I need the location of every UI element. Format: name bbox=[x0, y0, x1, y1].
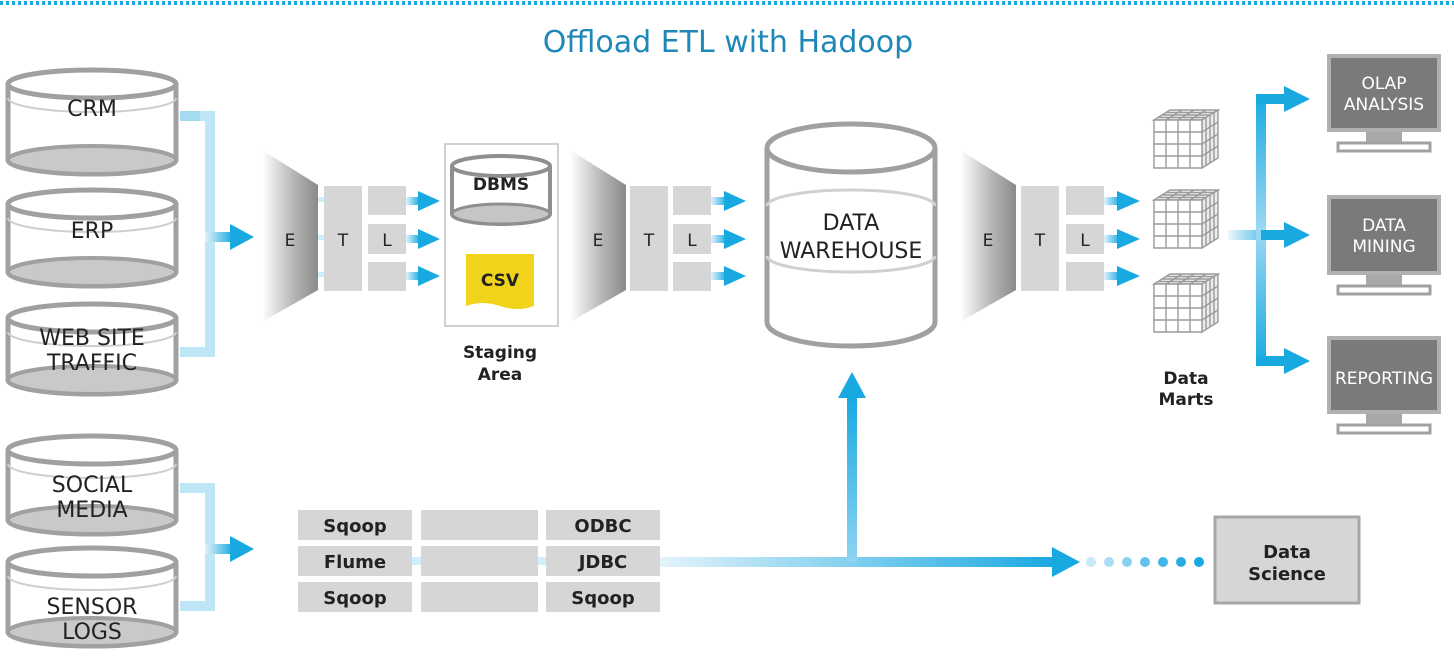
sensor-label: SENSOR bbox=[47, 595, 138, 620]
etl-stage-2: E T L bbox=[570, 150, 746, 322]
source-crm: CRM bbox=[5, 67, 179, 177]
csv-document: CSV bbox=[466, 254, 534, 309]
data-warehouse: DATA WAREHOUSE bbox=[764, 121, 938, 349]
hadoop-flow-arrows bbox=[660, 372, 1204, 577]
diagram-title: Offload ETL with Hadoop bbox=[543, 25, 913, 60]
table-row-2-right: JDBC bbox=[577, 552, 628, 573]
mining-label-1: DATA bbox=[1362, 216, 1406, 236]
etl1-l: L bbox=[382, 231, 392, 251]
media-label: MEDIA bbox=[56, 498, 127, 523]
csv-label: CSV bbox=[481, 271, 520, 291]
data-science-label-2: Science bbox=[1248, 564, 1326, 585]
erp-label: ERP bbox=[71, 219, 113, 244]
source-social-media: SOCIAL MEDIA bbox=[5, 433, 179, 537]
data-marts-label-1: Data bbox=[1163, 369, 1208, 389]
logs-label: LOGS bbox=[62, 620, 122, 645]
staging-area: DBMS CSV Staging Area bbox=[444, 143, 559, 385]
monitor-olap-analysis: OLAP ANALYSIS bbox=[1327, 54, 1441, 153]
table-row-1-right: ODBC bbox=[574, 516, 631, 537]
etl-stage-3: E T L bbox=[960, 150, 1140, 322]
olap-label-1: OLAP bbox=[1361, 74, 1406, 94]
hadoop-table: Sqoop ODBC Flume JDBC Sqoop Sqoop bbox=[298, 510, 660, 612]
dbms-label: DBMS bbox=[473, 175, 529, 195]
data-mart-cube-3 bbox=[1151, 272, 1221, 334]
dbms-cylinder: DBMS bbox=[450, 154, 552, 226]
staging-label-1: Staging bbox=[463, 343, 537, 363]
etl3-l: L bbox=[1080, 231, 1090, 251]
crm-label: CRM bbox=[67, 97, 117, 122]
data-science-label-1: Data bbox=[1263, 542, 1311, 563]
etl3-t: T bbox=[1034, 231, 1046, 251]
monitor-data-mining: DATA MINING bbox=[1327, 195, 1441, 296]
etl2-t: T bbox=[643, 231, 655, 251]
table-row-1-left: Sqoop bbox=[323, 516, 387, 537]
output-distribution-arrows bbox=[1228, 86, 1310, 374]
data-science-box: Data Science bbox=[1213, 515, 1361, 605]
staging-label-2: Area bbox=[478, 365, 523, 385]
warehouse-label-1: DATA bbox=[823, 211, 880, 236]
etl1-e: E bbox=[285, 231, 296, 251]
mining-label-2: MINING bbox=[1352, 237, 1415, 257]
data-mart-cube-2 bbox=[1151, 188, 1221, 250]
etl1-t: T bbox=[337, 231, 349, 251]
etl3-e: E bbox=[983, 231, 994, 251]
source-sensor-logs: SENSOR LOGS bbox=[5, 545, 179, 649]
monitor-reporting: REPORTING bbox=[1327, 336, 1441, 435]
web-site-label: WEB SITE bbox=[39, 326, 145, 351]
data-mart-cube-1 bbox=[1151, 108, 1221, 170]
upper-merge-arrow bbox=[180, 111, 254, 357]
olap-label-2: ANALYSIS bbox=[1344, 95, 1424, 115]
data-marts-label-2: Marts bbox=[1158, 390, 1213, 410]
warehouse-label-2: WAREHOUSE bbox=[780, 239, 923, 264]
source-web-site-traffic: WEB SITE TRAFFIC bbox=[5, 301, 179, 397]
etl-stage-1: E T L bbox=[262, 150, 440, 322]
lower-merge-arrow bbox=[180, 483, 254, 611]
source-erp: ERP bbox=[5, 187, 179, 289]
table-row-2-left: Flume bbox=[324, 552, 386, 573]
etl2-l: L bbox=[687, 231, 697, 251]
traffic-label: TRAFFIC bbox=[46, 351, 137, 376]
etl2-e: E bbox=[593, 231, 604, 251]
table-row-3-right: Sqoop bbox=[571, 588, 635, 609]
social-label: SOCIAL bbox=[52, 473, 133, 498]
reporting-label: REPORTING bbox=[1335, 369, 1433, 389]
table-row-3-left: Sqoop bbox=[323, 588, 387, 609]
